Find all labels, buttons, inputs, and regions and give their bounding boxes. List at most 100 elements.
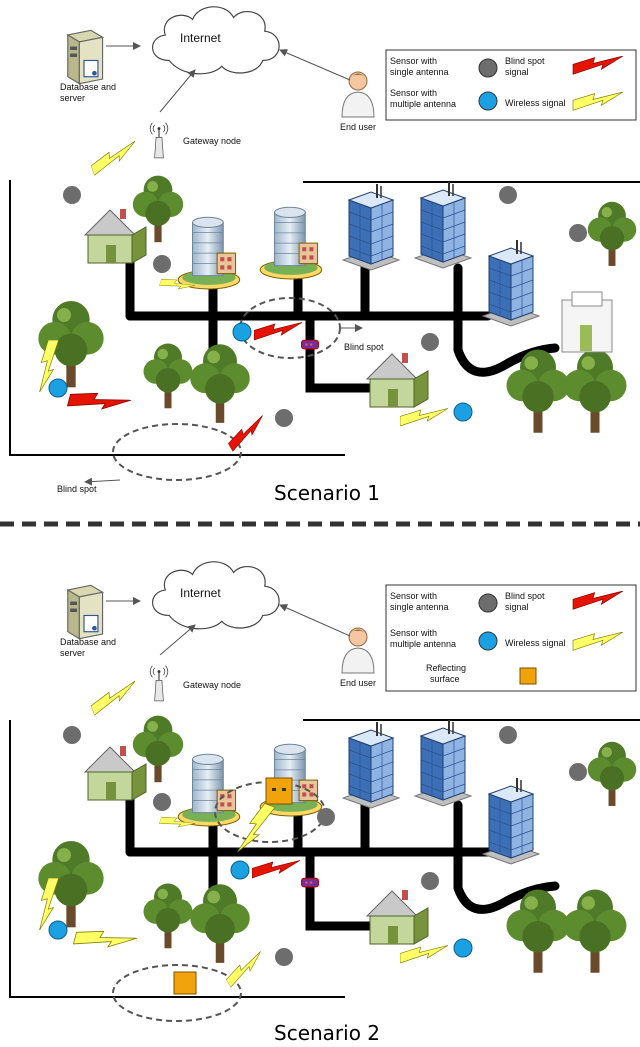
gateway-icon [149,664,169,702]
grey-sensor [63,726,81,744]
blue-sensor [453,938,473,958]
grey-sensor [421,333,439,351]
legend-blind-1: Blind spot [505,56,545,66]
glass-tower-icon [481,238,541,328]
legend-reflect-1: Reflecting [426,663,466,673]
tree-icon [563,349,627,433]
legend-single-1: Sensor with [390,56,437,66]
house-icon [366,352,429,408]
tree-icon [190,344,250,423]
legend-single-2: single antenna [390,67,449,77]
grey-sensor [275,948,293,966]
legend-blind-1: Blind spot [505,591,545,601]
wireless-signal-icon [222,951,270,988]
grey-sensor [317,808,335,826]
road-network [125,792,560,931]
grey-sensor [275,409,293,427]
database-label-2: server [60,648,85,658]
end-user-label: End user [340,122,376,132]
house-icon [84,745,147,801]
blind-signal-icon [224,415,272,452]
blind-spot-label: Blind spot [57,484,97,494]
blue-sensor [230,860,250,880]
database-label-2: server [60,93,85,103]
grey-sensor [569,763,587,781]
internet-label: Internet [180,31,221,45]
house-icon [84,208,147,264]
glass-tower-icon [413,180,473,270]
grey-sensor-icon [478,593,498,613]
tree-icon [143,883,193,949]
legend-multi-2: multiple antenna [390,639,456,649]
grey-sensor [63,186,81,204]
sensors [48,186,587,427]
tree-icon [506,889,570,973]
legend-multi-1: Sensor with [390,628,437,638]
scenario-2: Internet Database and server Gateway nod… [9,561,640,1045]
blue-sensor-icon [478,91,498,111]
blind-spot-area [112,964,242,1022]
glass-tower-icon [341,182,401,272]
blue-sensor [232,322,252,342]
wireless-signal-icon [87,680,142,716]
legend-single-2: single antenna [390,602,449,612]
scenario-caption: Scenario 2 [274,1021,380,1045]
gateway-label: Gateway node [183,136,241,146]
database-label-1: Database and [60,637,116,647]
tree-icon [587,201,637,266]
blind-spot-area [112,423,242,481]
grey-sensor-icon [478,58,498,78]
legend-blind-2: signal [505,67,529,77]
hospital-icon [561,291,613,353]
grey-sensor [499,186,517,204]
tree-icon [190,884,250,963]
server-icon [67,584,104,640]
internet-label: Internet [180,586,221,600]
glass-tower-icon [481,776,541,866]
blue-sensor-icon [478,631,498,651]
blind-spot-label: Blind spot [344,342,384,352]
reflector-icon [519,667,537,685]
database-label-1: Database and [60,82,116,92]
office-building-icon [177,216,241,290]
legend-single-1: Sensor with [390,591,437,601]
router-icon [300,877,320,888]
legend-blind-2: signal [505,602,529,612]
grey-sensor [499,726,517,744]
legend-multi-1: Sensor with [390,88,437,98]
blue-sensor [48,378,68,398]
server-icon [67,29,104,85]
house-icon [366,889,429,945]
grey-sensor [153,255,171,273]
tree-icon [143,343,193,409]
legend-multi-2: multiple antenna [390,99,456,109]
blue-sensor [453,402,473,422]
legend-wireless: Wireless signal [505,98,566,108]
gateway-label: Gateway node [183,680,241,690]
grey-sensor [421,872,439,890]
office-building-icon [259,206,323,280]
glass-tower-icon [413,718,473,808]
wireless-signal-icon [87,140,142,176]
blind-signal-icon [252,860,300,879]
legend: Sensor with single antenna Blind spot si… [385,49,637,121]
wireless-signal-icon [400,408,448,427]
scenario-caption: Scenario 1 [274,481,380,505]
legend-reflect-2: surface [430,674,460,684]
router-icon [300,339,320,350]
grey-sensor [153,793,171,811]
tree-icon [587,741,637,806]
blind-signal-icon [67,384,132,422]
wireless-signal-icon [400,945,448,964]
reflecting-surface [265,777,293,805]
legend-wireless: Wireless signal [505,638,566,648]
grey-sensor [569,224,587,242]
wireless-signal-icon [73,922,138,960]
gateway-icon [149,121,169,159]
blue-sensor [48,920,68,940]
reflecting-surface [173,971,197,995]
glass-tower-icon [341,720,401,810]
end-user-label: End user [340,678,376,688]
scenario-1: Internet Database and server Gateway nod… [9,6,640,505]
